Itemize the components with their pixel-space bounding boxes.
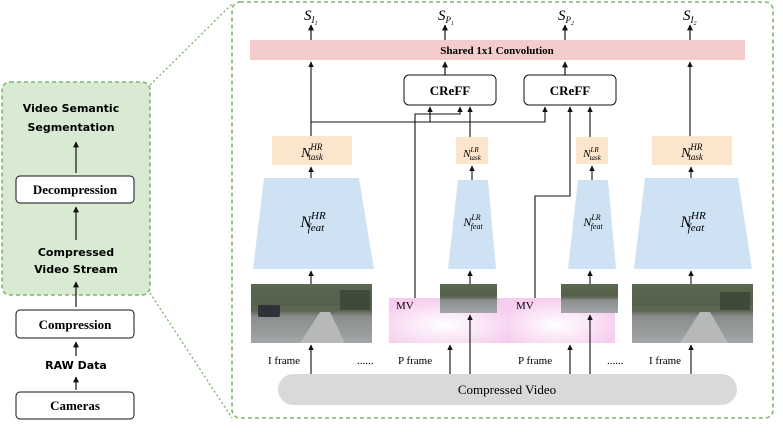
mv-label-2: MV	[516, 300, 534, 312]
p-frame-label-2: P frame	[518, 355, 552, 367]
raw-data-label: RAW Data	[45, 359, 107, 372]
compression-label: Compression	[39, 317, 112, 332]
decompression-label: Decompression	[33, 182, 118, 197]
compressed-video-bar	[278, 374, 737, 405]
cameras-label: Cameras	[50, 398, 100, 413]
zoom-line-bottom	[149, 292, 233, 419]
compression-box	[15, 309, 135, 339]
compressed-stream-line2: Video Stream	[34, 263, 118, 276]
i-frame-label-1: I frame	[268, 355, 300, 367]
output-s-i1: SI1	[304, 8, 318, 27]
output-s-p1: SP1	[438, 8, 454, 27]
creff-label-1: CReFF	[430, 83, 470, 98]
task-head-lr-2	[576, 137, 608, 164]
mv-image-2	[510, 284, 618, 343]
compressed-video-label: Compressed Video	[458, 382, 556, 397]
creff-wires	[308, 61, 693, 312]
zoom-line-top	[149, 3, 233, 86]
video-arrows	[308, 314, 694, 374]
compressed-stream-line1: Compressed	[38, 246, 114, 259]
creff-box-2	[523, 74, 617, 106]
ellipsis-1: ......	[357, 355, 374, 367]
task-head-hr-1	[272, 136, 352, 165]
creff-box-1	[403, 74, 497, 106]
i-frame-label-2: I frame	[649, 355, 681, 367]
creff-label-2: CReFF	[550, 83, 590, 98]
shared-conv-box	[250, 40, 745, 60]
shared-conv-label: Shared 1x1 Convolution	[440, 45, 554, 57]
p-frame-label-1: P frame	[398, 355, 432, 367]
mv-image-1	[389, 284, 514, 343]
feat-lr-2	[568, 180, 616, 269]
left-pipeline: Video Semantic Segmentation Decompressio…	[1, 81, 151, 420]
vss-label-line2: Segmentation	[27, 121, 114, 134]
ellipsis-2: ......	[607, 355, 624, 367]
i-frame-image-1	[251, 284, 372, 343]
task-head-lr-1	[456, 137, 488, 164]
feat-hr-1	[253, 178, 374, 269]
feat-lr-1	[448, 180, 496, 269]
vss-label-line1: Video Semantic	[23, 102, 119, 115]
frame-images: MV MV	[251, 284, 753, 343]
output-labels: SI1 SP1 SP2 SI2	[304, 8, 697, 27]
mv-label-1: MV	[396, 300, 414, 312]
cameras-box	[15, 391, 135, 420]
output-s-p2: SP2	[558, 8, 574, 27]
task-head-hr-2	[652, 136, 732, 165]
output-s-i2: SI2	[683, 8, 697, 27]
decompression-box	[15, 175, 135, 204]
feat-hr-2	[634, 178, 752, 269]
i-frame-image-2	[632, 284, 753, 343]
